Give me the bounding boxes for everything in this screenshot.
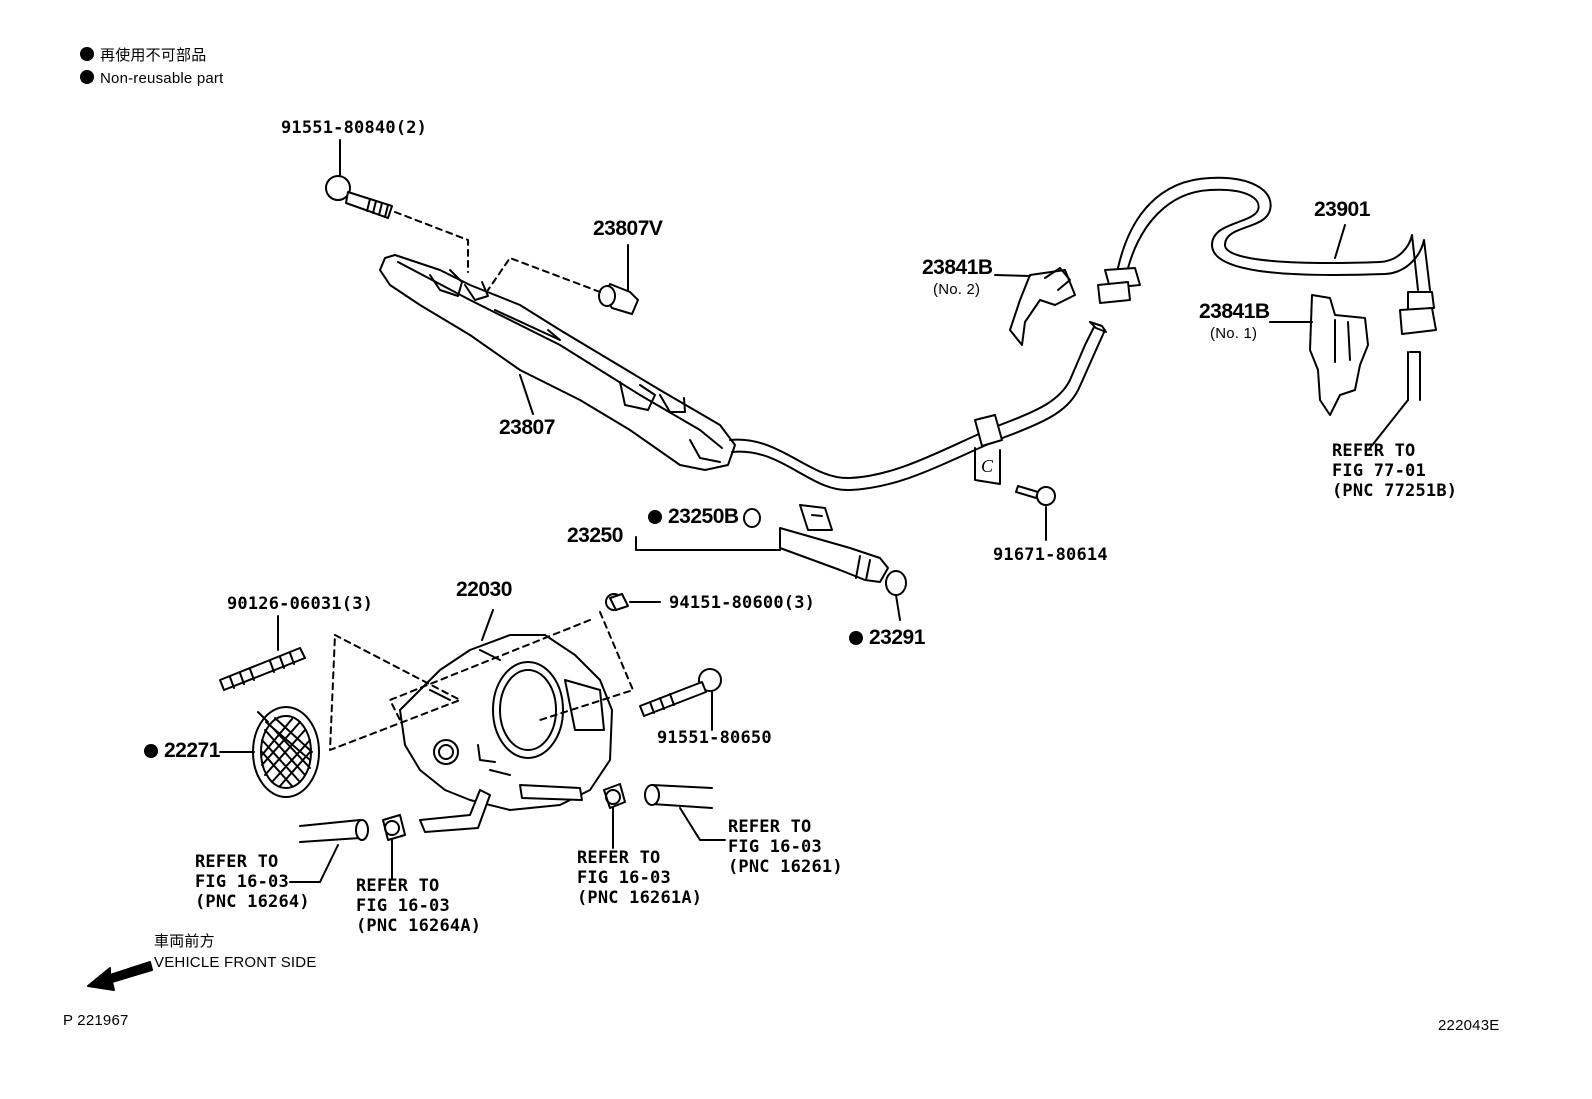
clamp-16261A — [604, 784, 625, 848]
leader-dashed-bolt — [395, 212, 468, 272]
clip-23841B-no2 — [995, 268, 1075, 345]
bullet-dot-icon — [80, 47, 94, 61]
ref-77251B: REFER TO FIG 77-01 (PNC 77251B) — [1332, 441, 1458, 501]
clamp-16264A — [383, 815, 405, 878]
label-23250B: 23250B — [648, 506, 739, 527]
hose-16264 — [290, 820, 368, 882]
label-23841B-no2-sub: (No. 2) — [933, 281, 981, 298]
legend-line-jp: 再使用不可部品 — [80, 46, 206, 66]
stud-90126-06031 — [220, 616, 305, 690]
bolt-91551-80650 — [640, 669, 721, 730]
label-23841B-no1-sub: (No. 1) — [1210, 325, 1258, 342]
label-23841B-no2: 23841B — [922, 256, 993, 279]
label-91671-80614: 91671-80614 — [993, 545, 1108, 565]
ref-16261A: REFER TO FIG 16-03 (PNC 16261A) — [577, 848, 703, 908]
hose-16261 — [645, 785, 725, 840]
footer-right-code: 222043E — [1438, 1017, 1500, 1034]
label-23901: 23901 — [1314, 198, 1370, 221]
label-22030: 22030 — [456, 578, 512, 601]
bolt-91551-80840 — [326, 140, 392, 218]
label-22271: 22271 — [144, 740, 220, 761]
ref-16264A: REFER TO FIG 16-03 (PNC 16264A) — [356, 876, 482, 936]
label-23841B-no1: 23841B — [1199, 300, 1270, 323]
bullet-dot-icon — [144, 744, 158, 758]
ref-16264: REFER TO FIG 16-03 (PNC 16264) — [195, 852, 310, 912]
label-91551-80650: 91551-80650 — [657, 728, 772, 748]
bullet-dot-icon — [80, 70, 94, 84]
bolt-91671-80614 — [1016, 486, 1055, 540]
dashed-box-right — [540, 612, 633, 720]
bullet-dot-icon — [648, 510, 662, 524]
nut-94151-80600 — [606, 594, 660, 610]
front-label-en: VEHICLE FRONT SIDE — [154, 954, 317, 971]
gasket-22271 — [220, 707, 319, 797]
label-91551-80840: 91551-80840(2) — [281, 118, 428, 138]
legend-line-en: Non-reusable part — [80, 69, 223, 89]
label-23250: 23250 — [567, 524, 623, 547]
front-arrow-icon — [88, 962, 152, 990]
label-94151-80600: 94151-80600(3) — [669, 593, 816, 613]
leader-23807 — [520, 375, 533, 414]
clip-23841B-no1 — [1270, 295, 1368, 415]
label-23807V: 23807V — [593, 217, 663, 240]
hose-23901 — [1098, 178, 1436, 400]
label-23291: 23291 — [849, 627, 925, 648]
front-label-jp: 車両前方 — [154, 933, 215, 950]
clip-letter: C — [981, 456, 994, 476]
label-23807: 23807 — [499, 416, 555, 439]
fuel-rail-23807 — [380, 255, 735, 470]
oring-23291 — [886, 571, 906, 620]
dashed-box-top — [390, 620, 590, 720]
dashed-box-throttle — [330, 635, 460, 750]
fuel-tube — [730, 322, 1106, 490]
leader-23901 — [1335, 225, 1345, 258]
label-90126-06031: 90126-06031(3) — [227, 594, 374, 614]
ref-16261: REFER TO FIG 16-03 (PNC 16261) — [728, 817, 843, 877]
throttle-body-22030 — [400, 610, 612, 832]
injector-23250 — [636, 505, 888, 582]
leader-77251B — [1370, 400, 1408, 448]
footer-left-code: P 221967 — [63, 1012, 129, 1029]
bullet-dot-icon — [849, 631, 863, 645]
leader-dashed-cap — [488, 258, 600, 292]
cap-23807V — [599, 245, 638, 314]
